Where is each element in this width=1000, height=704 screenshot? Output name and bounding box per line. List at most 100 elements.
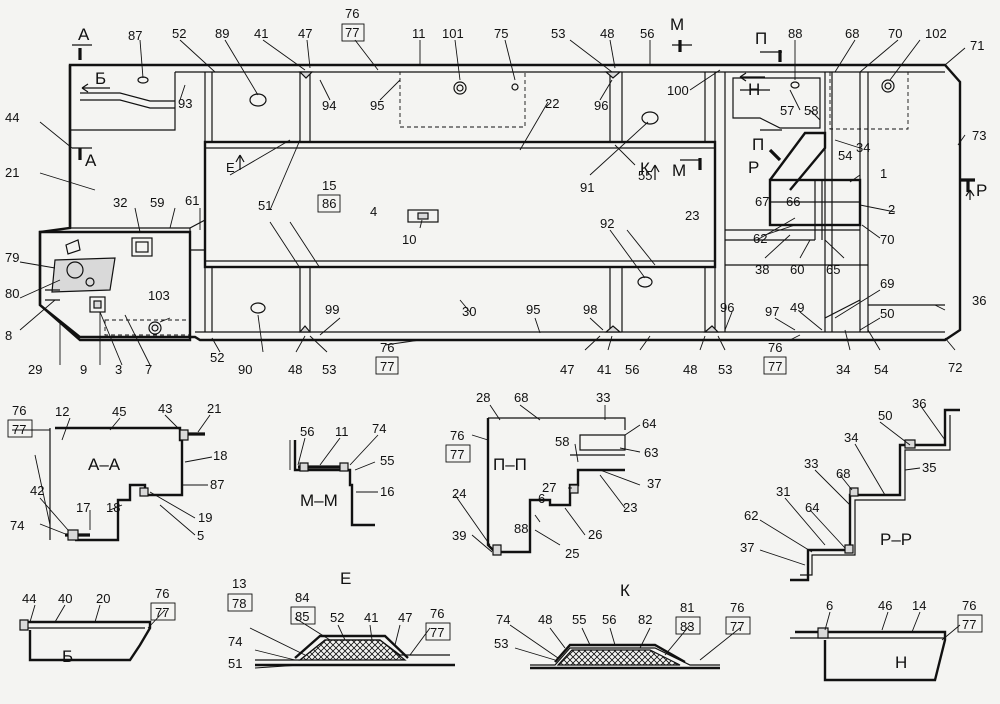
label-e-47: 47 (398, 610, 412, 625)
label-k-83: 83 (680, 619, 694, 634)
sec-mark-n: Н (748, 80, 760, 99)
label-62: 62 (753, 231, 767, 246)
label-95-top: 95 (370, 98, 384, 113)
label-b-76: 76 (155, 586, 169, 601)
label-71: 71 (970, 38, 984, 53)
label-rr-50: 50 (878, 408, 892, 423)
title-m-m: М–М (300, 491, 338, 510)
label-60: 60 (790, 262, 804, 277)
sec-mark-p-bottom: П (752, 135, 764, 154)
title-a-a: А–А (88, 455, 121, 474)
label-aa-43: 43 (158, 401, 172, 416)
sec-mark-r-left: Р (748, 158, 759, 177)
label-100: 100 (667, 83, 689, 98)
label-k-76: 76 (730, 600, 744, 615)
sec-mark-b: Б (95, 69, 106, 88)
label-51: 51 (258, 198, 272, 213)
label-pp-63: 63 (644, 445, 658, 460)
label-n-46: 46 (878, 598, 892, 613)
label-aa-21: 21 (207, 401, 221, 416)
label-e-52: 52 (330, 610, 344, 625)
label-47-bottom: 47 (560, 362, 574, 377)
label-30: 30 (462, 304, 476, 319)
label-aa-12: 12 (55, 404, 69, 419)
label-aa-18-top: 18 (213, 448, 227, 463)
label-k-77: 77 (730, 619, 744, 634)
label-4: 4 (370, 204, 377, 219)
label-56-bottom: 56 (625, 362, 639, 377)
label-pp-6: 6 (538, 491, 545, 506)
sec-mark-p-top: П (755, 29, 767, 48)
label-92: 92 (600, 216, 614, 231)
label-67: 67 (755, 194, 769, 209)
label-pp-58: 58 (555, 434, 569, 449)
label-e-arrow: Е (226, 160, 235, 175)
sec-mark-a-bottom: А (85, 151, 97, 170)
label-k-53: 53 (494, 636, 508, 651)
label-68: 68 (845, 26, 859, 41)
detail-k: К 74 53 48 55 56 82 81 83 76 77 (494, 581, 751, 670)
label-e-76: 76 (430, 606, 444, 621)
label-72: 72 (948, 360, 962, 375)
label-96-top: 96 (594, 98, 608, 113)
label-48: 48 (600, 26, 614, 41)
label-55: 55 (638, 168, 652, 183)
label-76: 76 (345, 6, 359, 21)
section-r-r: Р–Р 50 36 34 35 33 68 31 64 62 37 (740, 396, 960, 582)
label-61: 61 (185, 193, 199, 208)
label-rr-36: 36 (912, 396, 926, 411)
title-b: Б (62, 647, 73, 666)
label-rr-34: 34 (844, 430, 858, 445)
label-77-bottom: 77 (380, 359, 394, 374)
section-a-a: А–А 76 77 12 45 43 21 18 87 19 5 42 74 1… (7, 401, 227, 543)
label-mm-16: 16 (380, 484, 394, 499)
main-plan-view: 87 52 89 41 47 76 77 11 101 75 53 48 56 … (5, 6, 987, 377)
sec-mark-r-right: Р (976, 181, 987, 200)
label-aa-18: 18 (106, 500, 120, 515)
label-97: 97 (765, 304, 779, 319)
label-aa-45: 45 (112, 404, 126, 419)
label-88: 88 (788, 26, 802, 41)
sec-mark-k: К (640, 159, 650, 178)
label-22: 22 (545, 96, 559, 111)
label-44: 44 (5, 110, 19, 125)
label-aa-17: 17 (76, 500, 90, 515)
label-70-mid: 70 (880, 232, 894, 247)
label-e-13: 13 (232, 576, 246, 591)
label-53: 53 (551, 26, 565, 41)
label-pp-23: 23 (623, 500, 637, 515)
label-1: 1 (880, 166, 887, 181)
label-8: 8 (5, 328, 12, 343)
label-n-14: 14 (912, 598, 926, 613)
label-38: 38 (755, 262, 769, 277)
label-52: 52 (172, 26, 186, 41)
center-panel (203, 140, 717, 269)
label-65: 65 (826, 262, 840, 277)
title-n: Н (895, 653, 907, 672)
detail-n: 6 46 14 76 77 Н (790, 598, 983, 682)
label-56: 56 (640, 26, 654, 41)
label-k-48: 48 (538, 612, 552, 627)
label-89: 89 (215, 26, 229, 41)
label-96-bottom: 96 (720, 300, 734, 315)
label-34-bottom: 34 (836, 362, 850, 377)
label-66: 66 (786, 194, 800, 209)
label-95-bottom: 95 (526, 302, 540, 317)
label-69: 69 (880, 276, 894, 291)
label-e-51: 51 (228, 656, 242, 671)
label-76-bottom-right: 76 (768, 340, 782, 355)
label-36-plan: 36 (972, 293, 986, 308)
label-34-top: 34 (856, 140, 870, 155)
label-50-plan: 50 (880, 306, 894, 321)
title-p-p: П–П (493, 455, 527, 474)
label-e-41: 41 (364, 610, 378, 625)
label-n-6: 6 (826, 598, 833, 613)
label-32: 32 (113, 195, 127, 210)
label-53-bottom: 53 (322, 362, 336, 377)
label-102: 102 (925, 26, 947, 41)
label-70-top: 70 (888, 26, 902, 41)
title-r-r: Р–Р (880, 530, 912, 549)
label-mm-74: 74 (372, 421, 386, 436)
label-e-78: 78 (232, 596, 246, 611)
section-m-m: 56 11 74 55 16 М–М (289, 421, 394, 527)
